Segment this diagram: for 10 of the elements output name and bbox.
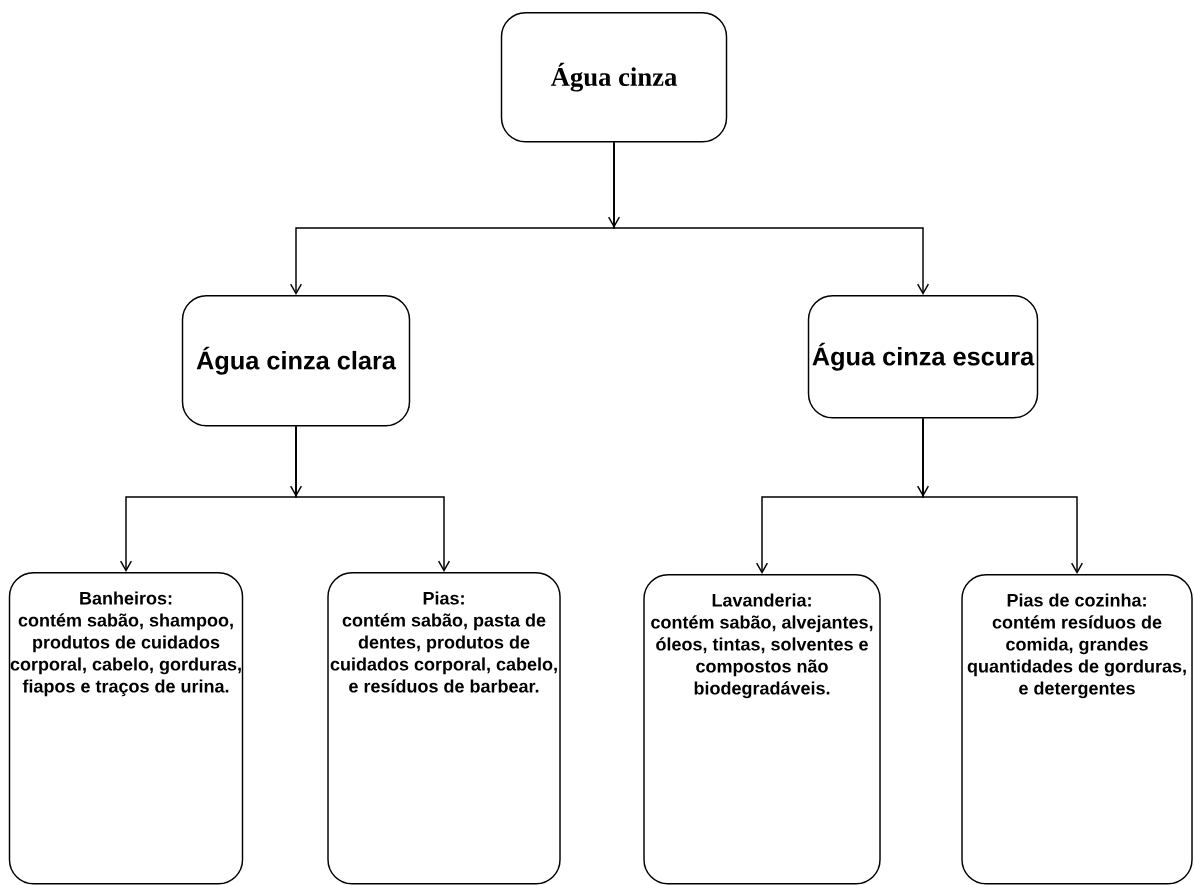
rounded-box: Lavanderia: contém sabão, alvejantes, óleos, tintas, solventes e compostos não biodegradáveis. <box>643 574 881 885</box>
rounded-box: Água cinza escura <box>807 295 1039 419</box>
rounded-box: Banheiros: contém sabão, shampoo, produtos de cuidados corporal, cabelo, gorduras, fiapos e traços de urina. <box>8 572 244 885</box>
rounded-box: Água cinza <box>500 12 728 143</box>
rounded-box: Pias: contém sabão, pasta de dentes, produtos de cuidados corporal, cabelo, e resíduos de barbear. <box>327 572 561 885</box>
arrow <box>289 425 303 497</box>
arrow <box>916 417 930 497</box>
arrow <box>607 141 621 228</box>
rounded-box: Pias de cozinha: contém resíduos de comida, grandes quantidades de gorduras, e detergentes <box>961 574 1193 885</box>
rounded-box: Água cinza clara <box>181 295 411 427</box>
